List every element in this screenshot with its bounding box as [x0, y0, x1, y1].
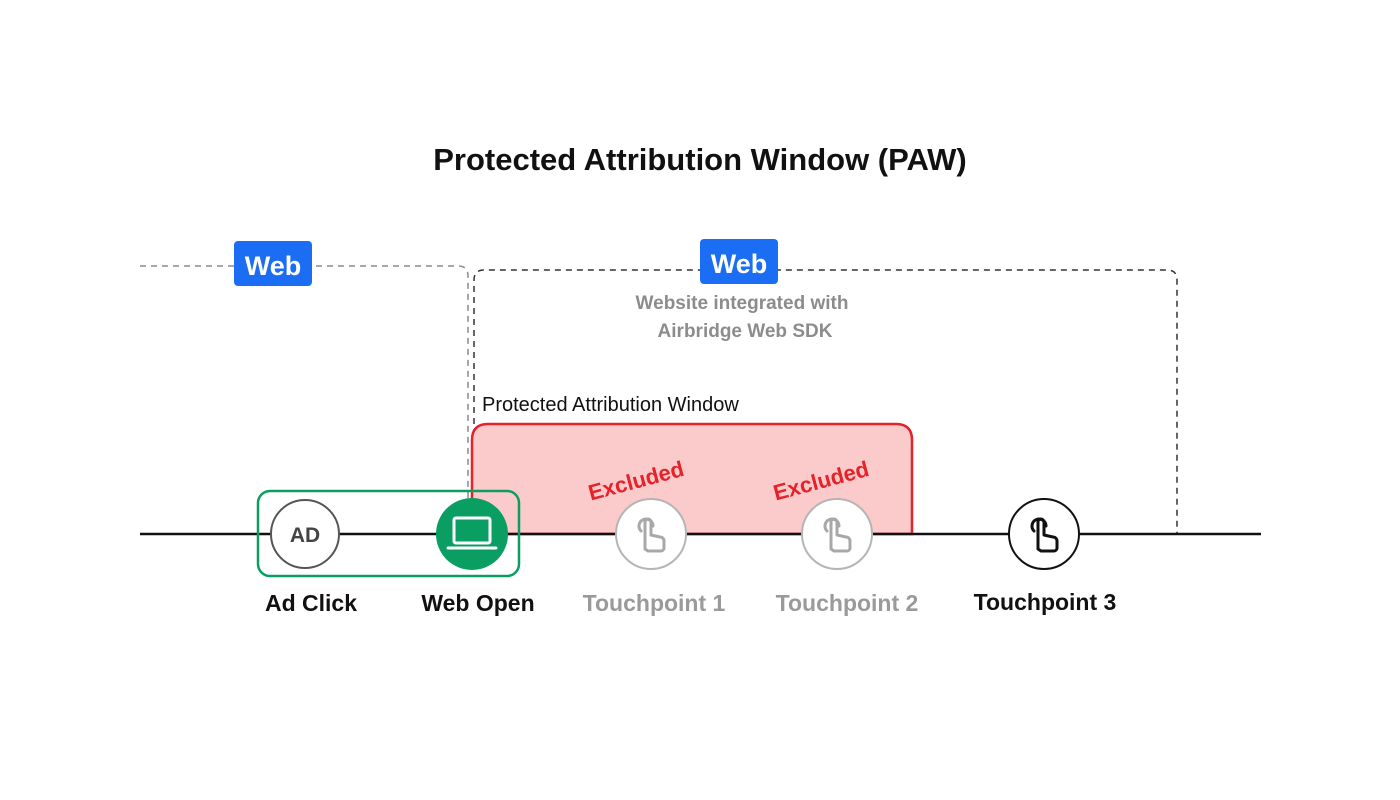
ad-click-label: Ad Click — [265, 590, 357, 616]
ad-click-node: AD — [270, 499, 340, 569]
touchpoint-2-node — [801, 498, 873, 570]
paw-label: Protected Attribution Window — [482, 394, 739, 416]
sdk-note-line-1: Website integrated with — [636, 293, 849, 314]
web-badge-left: Web — [234, 241, 312, 286]
ad-icon: AD — [290, 524, 320, 547]
web-badge-right: Web — [700, 239, 778, 284]
protected-attribution-window — [470, 422, 914, 536]
laptop-icon — [446, 516, 498, 550]
ad-click-web-open-group — [256, 489, 521, 578]
tap-hand-icon — [1030, 517, 1059, 553]
tap-hand-icon — [637, 517, 666, 553]
touchpoint-3-label: Touchpoint 3 — [974, 589, 1117, 615]
diagram-title: Protected Attribution Window (PAW) — [433, 142, 967, 177]
web-badge-text: Web — [711, 249, 768, 279]
web-open-node — [436, 498, 508, 570]
sdk-note-line-2: Airbridge Web SDK — [658, 321, 833, 342]
touchpoint-1-label: Touchpoint 1 — [583, 590, 726, 616]
touchpoint-1-node — [615, 498, 687, 570]
web-session-boundary-left — [140, 265, 469, 534]
web-badge-text: Web — [245, 251, 302, 281]
web-open-label: Web Open — [421, 590, 534, 616]
touchpoint-2-label: Touchpoint 2 — [776, 590, 919, 616]
tap-hand-icon — [823, 517, 852, 553]
touchpoint-3-node — [1008, 498, 1080, 570]
web-session-boundary-right — [473, 269, 1178, 534]
